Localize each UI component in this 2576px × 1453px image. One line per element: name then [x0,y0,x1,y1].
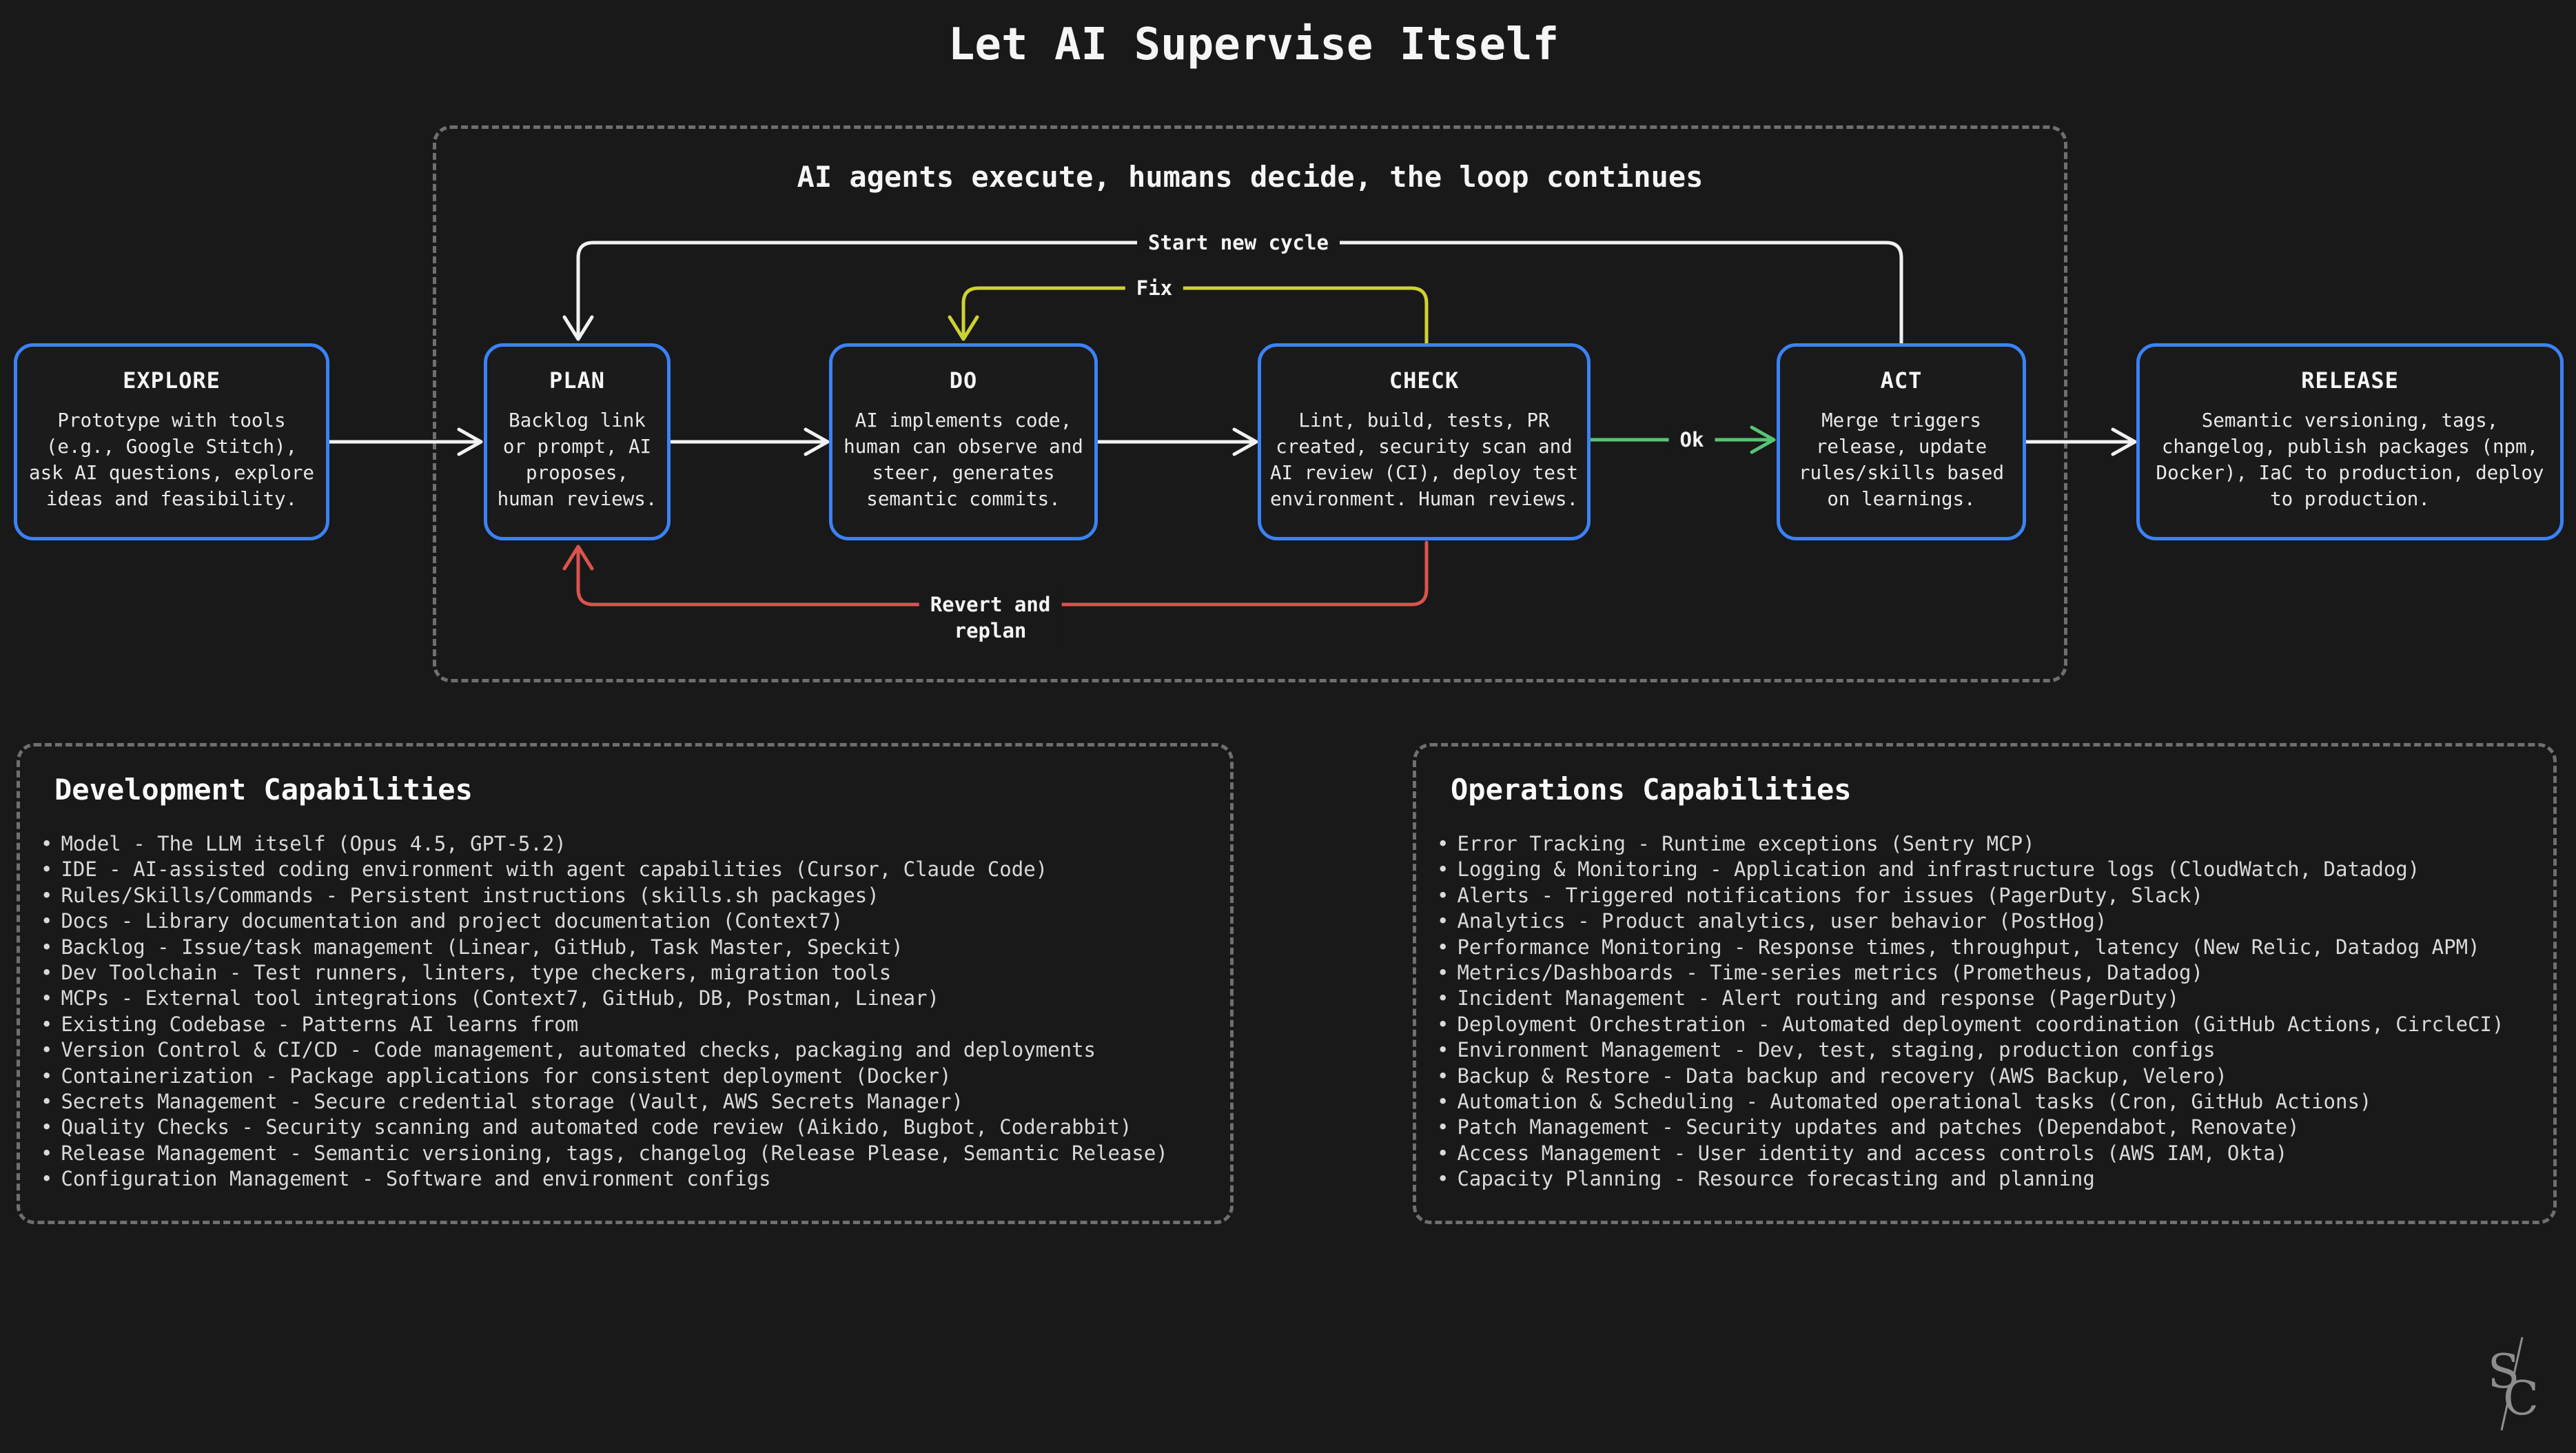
bullet-icon: • [41,1012,53,1036]
bullet-icon: • [1437,986,1449,1010]
list-item: •Deployment Orchestration - Automated de… [1437,1012,2504,1036]
list-item: •Model - The LLM itself (Opus 4.5, GPT-5… [41,832,566,855]
bullet-icon: • [41,935,53,959]
node-check-title: CHECK [1389,367,1460,394]
pdca-loop-container [433,125,2067,682]
list-item: •Secrets Management - Secure credential … [41,1090,963,1114]
node-plan-title: PLAN [549,367,606,394]
list-item: •Automation & Scheduling - Automated ope… [1437,1090,2372,1114]
node-act-title: ACT [1880,367,1923,394]
bullet-icon: • [1437,1141,1449,1165]
list-item: •Alerts - Triggered notifications for is… [1437,883,2203,907]
fix-label: Fix [1125,274,1184,303]
list-item: •MCPs - External tool integrations (Cont… [41,986,940,1010]
node-act: ACT Merge triggers release, update rules… [1777,343,2026,540]
operations-capabilities-list: •Error Tracking - Runtime exceptions (Se… [1437,831,2553,1192]
bullet-icon: • [41,986,53,1010]
node-explore: EXPLORE Prototype with tools (e.g., Goog… [14,343,329,540]
list-item: •Performance Monitoring - Response times… [1437,935,2480,959]
bullet-icon: • [1437,1064,1449,1088]
bullet-icon: • [1437,832,1449,855]
node-act-body: Merge triggers release, update rules/ski… [1798,409,2004,510]
list-item: •Backup & Restore - Data backup and reco… [1437,1064,2227,1088]
list-item: •Version Control & CI/CD - Code manageme… [41,1038,1096,1062]
development-capabilities-panel: Development Capabilities •Model - The LL… [17,743,1234,1224]
node-release: RELEASE Semantic versioning, tags, chang… [2136,343,2564,540]
bullet-icon: • [41,1038,53,1062]
node-explore-title: EXPLORE [123,367,221,394]
operations-capabilities-panel: Operations Capabilities •Error Tracking … [1413,743,2557,1224]
start-new-cycle-label: Start new cycle [1137,228,1340,257]
bullet-icon: • [41,857,53,882]
bullet-icon: • [1437,1012,1449,1036]
node-do: DO AI implements code, human can observe… [829,343,1098,540]
list-item: •Backlog - Issue/task management (Linear… [41,935,903,959]
bullet-icon: • [1437,857,1449,882]
list-item: •Release Management - Semantic versionin… [41,1141,1168,1165]
development-capabilities-title: Development Capabilities [54,773,473,806]
operations-capabilities-title: Operations Capabilities [1451,773,1852,806]
node-plan-body: Backlog link or prompt, AI proposes, hum… [497,409,657,510]
list-item: •Access Management - User identity and a… [1437,1141,2288,1165]
list-item: •Quality Checks - Security scanning and … [41,1115,1132,1139]
node-do-title: DO [949,367,978,394]
bullet-icon: • [1437,1090,1449,1114]
ok-label: Ok [1668,425,1715,454]
bullet-icon: • [41,1090,53,1114]
list-item: •Metrics/Dashboards - Time-series metric… [1437,961,2203,985]
list-item: •Environment Management - Dev, test, sta… [1437,1038,2216,1062]
list-item: •Containerization - Package applications… [41,1064,952,1088]
list-item: •Patch Management - Security updates and… [1437,1115,2300,1139]
list-item: •Incident Management - Alert routing and… [1437,986,2180,1010]
node-check: CHECK Lint, build, tests, PR created, se… [1258,343,1591,540]
bullet-icon: • [41,909,53,933]
bullet-icon: • [1437,935,1449,959]
bullet-icon: • [1437,909,1449,933]
page-title: Let AI Supervise Itself [948,19,1560,70]
development-capabilities-list: •Model - The LLM itself (Opus 4.5, GPT-5… [41,831,1230,1192]
logo-slash [2500,1337,2524,1431]
node-do-body: AI implements code, human can observe an… [844,409,1083,510]
bullet-icon: • [41,961,53,985]
list-item: •Existing Codebase - Patterns AI learns … [41,1012,579,1036]
bullet-icon: • [1437,961,1449,985]
bullet-icon: • [41,832,53,855]
node-release-body: Semantic versioning, tags, changelog, pu… [2156,409,2544,510]
list-item: •IDE - AI-assisted coding environment wi… [41,857,1048,882]
list-item: •Docs - Library documentation and projec… [41,909,844,933]
node-check-body: Lint, build, tests, PR created, security… [1269,409,1579,510]
bullet-icon: • [41,1141,53,1165]
list-item: •Error Tracking - Runtime exceptions (Se… [1437,832,2035,855]
loop-subtitle: AI agents execute, humans decide, the lo… [797,160,1704,194]
bullet-icon: • [41,1115,53,1139]
bullet-icon: • [1437,1167,1449,1191]
node-release-title: RELEASE [2301,367,2399,394]
list-item: •Configuration Management - Software and… [41,1167,771,1191]
list-item: •Analytics - Product analytics, user beh… [1437,909,2107,933]
bullet-icon: • [1437,883,1449,907]
bullet-icon: • [41,1064,53,1088]
bullet-icon: • [1437,1038,1449,1062]
bullet-icon: • [1437,1115,1449,1139]
node-explore-body: Prototype with tools (e.g., Google Stitc… [29,409,314,510]
list-item: •Dev Toolchain - Test runners, linters, … [41,961,892,985]
sc-monogram-logo: S C [2488,1337,2539,1431]
list-item: •Rules/Skills/Commands - Persistent inst… [41,883,879,907]
bullet-icon: • [41,883,53,907]
list-item: •Logging & Monitoring - Application and … [1437,857,2420,882]
bullet-icon: • [41,1167,53,1191]
list-item: •Capacity Planning - Resource forecastin… [1437,1167,2095,1191]
node-plan: PLAN Backlog link or prompt, AI proposes… [484,343,671,540]
revert-replan-label: Revert and replan [919,590,1062,645]
